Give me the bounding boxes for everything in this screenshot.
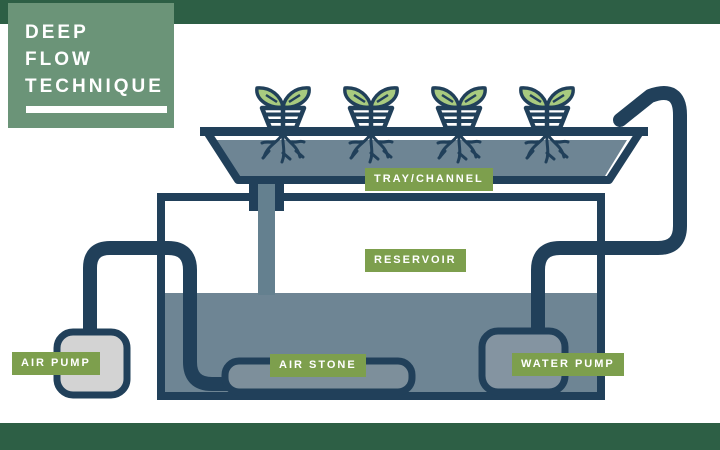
plant-icon [343, 86, 399, 164]
title-line-3: TECHNIQUE [25, 76, 164, 97]
water-pump-label: WATER PUMP [512, 353, 624, 376]
air-pump-label: AIR PUMP [12, 352, 100, 375]
water-pipe [531, 86, 687, 352]
title-line-1: DEEP [25, 22, 89, 43]
air-tube [83, 241, 243, 391]
plant-icon [255, 86, 311, 164]
title-line-2: FLOW [25, 49, 93, 70]
plants-row [255, 86, 575, 164]
drain-pipe [249, 175, 284, 295]
air-stone-label: AIR STONE [270, 354, 366, 377]
tray-water-fill [215, 140, 627, 176]
plant-icon [519, 86, 575, 164]
title-underline [26, 106, 167, 113]
reservoir-label: RESERVOIR [365, 249, 466, 272]
title-panel: DEEP FLOW TECHNIQUE [8, 3, 174, 128]
tray-channel-label: TRAY/CHANNEL [365, 168, 493, 191]
plant-icon [431, 86, 487, 164]
bottom-band [0, 423, 720, 450]
